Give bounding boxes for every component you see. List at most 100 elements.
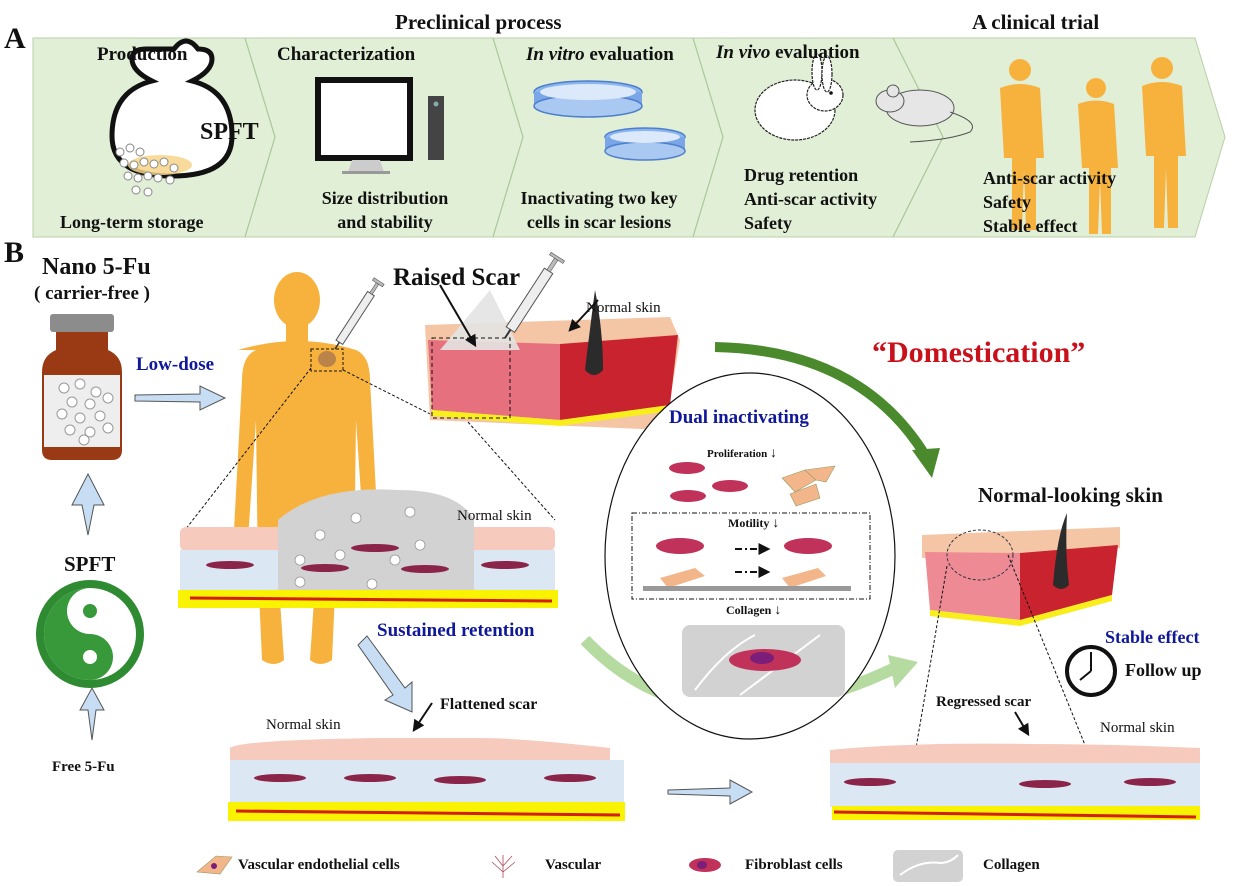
sustained-retention-arrow xyxy=(357,635,413,713)
normal-skin-label: Normal skin xyxy=(457,508,532,524)
stage-title-rest: evaluation xyxy=(770,42,860,63)
motility-label: Motility ↓ xyxy=(728,516,779,532)
vial-icon xyxy=(42,314,122,460)
zoom-line xyxy=(915,565,948,749)
stage-in-vivo-title: In vivo evaluation xyxy=(716,42,860,64)
zoom-line xyxy=(1007,554,1086,746)
stage-text-line: Inactivating two key xyxy=(520,188,678,208)
stage-in-vivo-text: Drug retention Anti-scar activity Safety xyxy=(744,163,877,235)
legend-label-vascular: Vascular xyxy=(545,857,602,873)
legend-label-fibroblast: Fibroblast cells xyxy=(745,857,843,873)
normal-skin-pointer xyxy=(568,299,599,332)
light-green-arrow-head xyxy=(888,655,918,688)
rabbit-icon xyxy=(754,53,844,141)
scar-mark xyxy=(318,351,336,367)
stage-text-line: and stability xyxy=(337,212,433,232)
follow-up-label: Follow up xyxy=(1125,660,1202,680)
proliferation-label: Proliferation ↓ xyxy=(707,446,777,462)
nano-5fu-title: Nano 5-Fu xyxy=(42,254,151,280)
clinical-trial-header: A clinical trial xyxy=(972,10,1100,34)
clock-icon xyxy=(1065,645,1117,697)
spft-label-b: SPFT xyxy=(64,552,116,576)
collagen-label: Collagen ↓ xyxy=(726,603,781,619)
petri-dish-icon xyxy=(533,80,643,118)
flattened-scar-label: Flattened scar xyxy=(440,696,538,713)
petri-dish-icon xyxy=(604,127,686,161)
stage-text-line: cells in scar lesions xyxy=(526,212,672,232)
spft-to-vial-arrow xyxy=(71,472,105,536)
chevron-separator xyxy=(892,37,944,238)
normal-skin-label: Normal skin xyxy=(586,300,661,316)
stage-characterization-text: Size distribution and stability xyxy=(290,186,480,234)
domestication-label: “Domestication” xyxy=(872,336,1086,369)
sustained-retention-label: Sustained retention xyxy=(377,620,535,641)
stage-production-title: Production xyxy=(97,44,188,65)
dual-inactivating-title: Dual inactivating xyxy=(669,407,809,428)
low-dose-label: Low-dose xyxy=(136,354,215,375)
computer-icon xyxy=(315,77,444,174)
normal-skin-label: Normal skin xyxy=(1100,720,1175,736)
yin-yang-icon xyxy=(36,580,144,688)
regressed-scar-label: Regressed scar xyxy=(936,694,1032,710)
stage-text-line: Anti-scar activity xyxy=(983,168,1117,188)
panel-b-label: B xyxy=(4,236,25,269)
vascular-icon xyxy=(491,855,516,878)
stage-title-italic: In vivo xyxy=(716,42,771,63)
motility-text: Motility xyxy=(728,516,770,530)
stage-characterization-title: Characterization xyxy=(277,44,416,65)
carrier-free-subtitle: ( carrier-free ) xyxy=(34,283,151,304)
collagen-text: Collagen xyxy=(726,603,772,617)
endothelial-cell-icon xyxy=(660,568,705,588)
normal-skin-label: Normal skin xyxy=(266,717,341,733)
fibroblast-cell-icon xyxy=(656,538,704,554)
fibroblast-cluster-icon xyxy=(669,462,748,502)
human-figures-icon xyxy=(1000,57,1186,234)
legend-label-endothelial: Vascular endothelial cells xyxy=(238,857,400,873)
flattened-scar-cross-section xyxy=(228,738,625,821)
nanoparticles xyxy=(115,143,179,197)
raised-scar-cross-section xyxy=(178,489,558,608)
chevron-separator xyxy=(244,37,276,238)
mouse-icon xyxy=(875,84,973,143)
flattened-scar-pointer xyxy=(412,702,433,732)
stage-text-line: Safety xyxy=(983,192,1031,212)
legend-label-collagen: Collagen xyxy=(983,857,1040,873)
proliferation-text: Proliferation xyxy=(707,448,768,460)
domestication-arrow xyxy=(714,342,930,458)
scar-zoom-box xyxy=(310,348,344,372)
stage-title-italic: In vitro xyxy=(526,44,585,65)
raised-scar-skin-block xyxy=(425,290,680,430)
free-5fu-label: Free 5-Fu xyxy=(52,759,115,775)
substrate xyxy=(643,586,851,591)
zoom-line xyxy=(184,367,312,531)
normal-looking-skin-label: Normal-looking skin xyxy=(978,483,1163,507)
preclinical-process-header: Preclinical process xyxy=(395,10,562,34)
endothelial-cell-icon xyxy=(782,568,826,588)
down-arrow-icon: ↓ xyxy=(774,603,782,618)
motility-box xyxy=(631,512,871,600)
low-dose-arrow xyxy=(134,385,227,411)
stage-production-text: Long-term storage xyxy=(60,212,204,232)
stage-in-vitro-title: In vitro evaluation xyxy=(526,44,674,66)
regressed-scar-cross-section xyxy=(830,743,1200,820)
stage-text-line: Safety xyxy=(744,213,792,233)
down-arrow-icon: ↓ xyxy=(772,516,780,531)
down-arrow-icon: ↓ xyxy=(770,446,778,461)
stage-text-line: Drug retention xyxy=(744,165,859,185)
collagen-icon xyxy=(893,850,963,882)
process-chevrons xyxy=(32,37,1226,238)
domestication-arrow-head xyxy=(912,448,940,478)
regressed-scar-pointer xyxy=(1014,711,1030,737)
spft-label: SPFT xyxy=(200,119,259,145)
raised-scar-pointer xyxy=(439,284,477,348)
panel-a-label: A xyxy=(4,22,26,55)
stage-text-line: Stable effect xyxy=(983,216,1078,236)
to-regressed-arrow xyxy=(667,779,754,805)
stage-text-line: Anti-scar activity xyxy=(744,189,878,209)
stage-clinical-text: Anti-scar activity Safety Stable effect xyxy=(983,166,1116,238)
fibroblast-cell-icon xyxy=(784,538,832,554)
stage-text-line: Size distribution xyxy=(321,188,449,208)
zoom-line xyxy=(342,369,433,416)
stage-in-vitro-text: Inactivating two key cells in scar lesio… xyxy=(494,186,704,234)
